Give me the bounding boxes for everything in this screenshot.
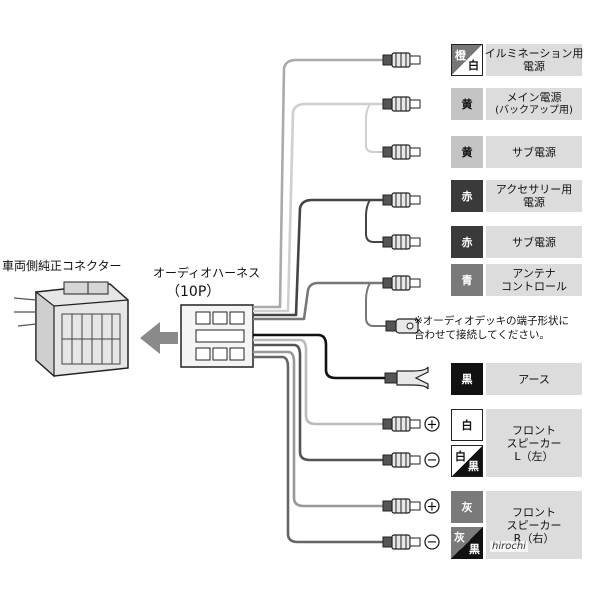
plug-terminal-icon (382, 144, 421, 160)
desc-line: フロント (512, 423, 556, 437)
desc-line: フロント (512, 505, 556, 519)
wire-red-sub (365, 199, 383, 243)
chip-white: 白 (451, 409, 483, 441)
desc-line: コントロール (501, 280, 567, 293)
wire-gray-plus (253, 350, 383, 508)
desc-sub-power-2: サブ電源 (486, 226, 582, 258)
desc-sub-power: サブ電源 (486, 136, 582, 168)
desc-line: アース (518, 372, 550, 386)
desc-line: L（左） (514, 449, 554, 463)
wire-orange-white (253, 58, 383, 309)
desc-line: 電源 (523, 196, 545, 209)
harness-label: オーディオハーネス (153, 266, 261, 280)
plus-sign: + (427, 500, 438, 515)
chip-red-sub: 赤 (451, 226, 483, 258)
plug-terminal-icon (382, 234, 421, 250)
plug-terminal-icon (382, 275, 421, 291)
terminals (382, 52, 429, 550)
color-white: 白 (468, 59, 479, 72)
polarity-signs: + − + − (424, 416, 440, 550)
chip-yellow: 黄 (451, 88, 483, 120)
desc-illumination: イルミネーション用 電源 (484, 44, 584, 76)
plug-terminal-icon (382, 452, 421, 468)
color-white: 白 (455, 450, 466, 463)
desc-line: アンテナ (512, 267, 556, 280)
plug-terminal-icon (382, 192, 421, 208)
watermark: hirochi (490, 541, 528, 552)
ground-terminal-icon (384, 366, 429, 390)
wire-gray-black-minus (253, 355, 383, 544)
harness-pins: （10P） (166, 284, 221, 300)
chip-blue: 青 (451, 264, 483, 296)
minus-sign: − (427, 453, 438, 468)
desc-line: (バックアップ用) (495, 105, 573, 116)
desc-line: スピーカー (506, 518, 562, 532)
desc-line: スピーカー (506, 436, 562, 450)
desc-ground: アース (486, 363, 582, 395)
desc-accessory: アクセサリー用 電源 (486, 180, 582, 212)
plug-terminal-icon (382, 52, 421, 68)
wire-group (253, 58, 388, 544)
chip-yellow-sub: 黄 (451, 136, 483, 168)
vehicle-connector (13, 281, 129, 378)
wire-white-black-minus (253, 343, 383, 462)
desc-line: イルミネーション用 (484, 47, 584, 60)
harness-connector (180, 304, 254, 368)
desc-line: メイン電源 (506, 91, 562, 104)
note: ※オーディオデッキの端子形状に 合わせて接続してください。 (414, 314, 569, 342)
desc-main-power: メイン電源 (バックアップ用) (486, 88, 582, 120)
connector-label: 車両側純正コネクター (2, 259, 122, 273)
plug-terminal-icon (382, 498, 421, 514)
plug-terminal-icon (382, 534, 421, 550)
chip-black: 黒 (451, 363, 483, 395)
plug-terminal-icon (382, 96, 421, 112)
color-orange: 橙 (455, 49, 466, 62)
chip-red: 赤 (451, 180, 483, 212)
minus-sign: − (427, 535, 438, 550)
desc-line: 電源 (523, 60, 545, 73)
wire-black (253, 333, 385, 380)
chip-orange-white: 橙 白 (451, 44, 483, 76)
color-black: 黒 (469, 543, 480, 556)
chip-gray-black: 灰 黒 (451, 527, 483, 559)
wire-red (253, 198, 383, 317)
desc-line: サブ電源 (512, 145, 556, 159)
wire-yellow-sub (365, 103, 383, 153)
plug-terminal-icon (382, 416, 421, 432)
wire-yellow (253, 102, 383, 313)
wire-blue (253, 281, 383, 321)
wire-white-plus (253, 338, 383, 426)
desc-antenna: アンテナ コントロール (486, 264, 582, 296)
chip-gray: 灰 (451, 491, 483, 523)
color-black: 黒 (468, 460, 479, 473)
note-line: 合わせて接続してください。 (414, 329, 550, 341)
flat-terminal-icon (385, 318, 419, 334)
note-line: ※オーディオデッキの端子形状に (414, 315, 570, 327)
wire-blue-sub (365, 282, 388, 327)
plus-sign: + (427, 418, 438, 433)
connect-arrow-icon (140, 322, 178, 354)
color-gray: 灰 (454, 531, 465, 544)
desc-front-left: フロント スピーカー L（左） (486, 409, 582, 477)
desc-line: アクセサリー用 (495, 183, 573, 196)
chip-white-black: 白 黒 (451, 445, 483, 477)
desc-line: サブ電源 (512, 235, 556, 249)
